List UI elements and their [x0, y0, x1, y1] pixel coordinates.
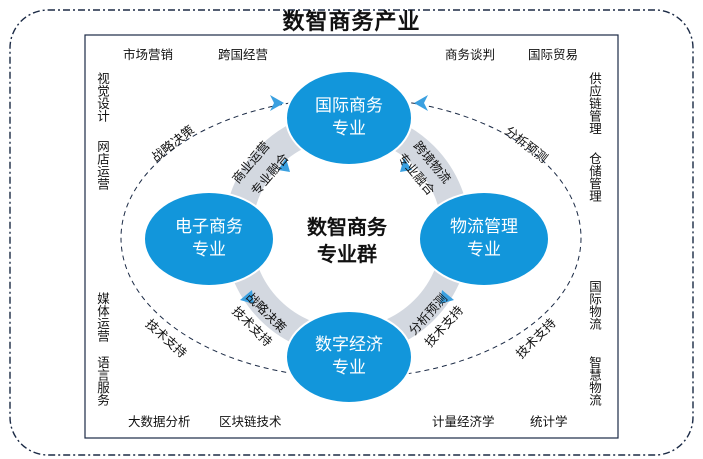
center-title-line1: 数智商务: [307, 215, 387, 239]
label-warehouse: 仓储管理: [587, 152, 602, 202]
label-market-marketing: 市场营销: [123, 47, 174, 62]
label-econometrics: 计量经济学: [432, 414, 495, 429]
label-language: 语言服务: [95, 356, 110, 406]
center-title-line2: 专业群: [317, 242, 377, 266]
label-blockchain: 区块链技术: [219, 414, 282, 429]
node-digital-economy: 数字经济 专业: [289, 334, 409, 380]
arrow-left-icon: [270, 95, 284, 111]
node-intl-business-line2: 专业: [332, 119, 366, 139]
label-smart-logistics: 智慧物流: [587, 356, 602, 406]
label-intl-logistics: 国际物流: [587, 280, 602, 330]
node-right-circle: [418, 191, 550, 287]
node-left-circle: [143, 191, 275, 287]
node-ecommerce: 电子商务 专业: [149, 216, 269, 262]
node-digital-economy-line2: 专业: [332, 358, 366, 378]
label-online-store: 网店运营: [95, 140, 110, 190]
label-visual-design: 视觉设计: [95, 72, 110, 122]
inner-border: [84, 34, 619, 439]
label-negotiation: 商务谈判: [445, 47, 496, 62]
label-intl-trade: 国际贸易: [528, 47, 579, 62]
node-intl-business: 国际商务 专业: [289, 95, 409, 141]
node-bottom-circle: [285, 310, 413, 404]
node-ecommerce-line1: 电子商务: [175, 217, 243, 237]
label-supply-chain: 供应链管理: [587, 72, 602, 135]
arrow-right-icon: [414, 95, 428, 111]
label-media-ops: 媒体运营: [95, 292, 110, 342]
outer-border: [9, 9, 694, 456]
page-title: 数智商务产业: [282, 10, 421, 35]
ring-arrow-icon: [278, 158, 290, 172]
node-intl-business-line1: 国际商务: [315, 96, 383, 116]
node-digital-economy-line1: 数字经济: [315, 335, 383, 355]
node-logistics: 物流管理 专业: [424, 216, 544, 262]
label-statistics: 统计学: [530, 414, 568, 429]
ring-arrow-icon: [440, 290, 454, 304]
node-logistics-line1: 物流管理: [450, 217, 518, 237]
node-ecommerce-line2: 专业: [192, 240, 226, 260]
node-logistics-line2: 专业: [467, 240, 501, 260]
label-transnational: 跨国经营: [218, 47, 269, 62]
label-big-data: 大数据分析: [128, 414, 191, 429]
ring-arrow-icon: [240, 290, 254, 304]
node-top-circle: [285, 70, 413, 166]
center-title: 数智商务 专业群: [287, 214, 407, 268]
ring-arrow-icon: [400, 158, 412, 172]
